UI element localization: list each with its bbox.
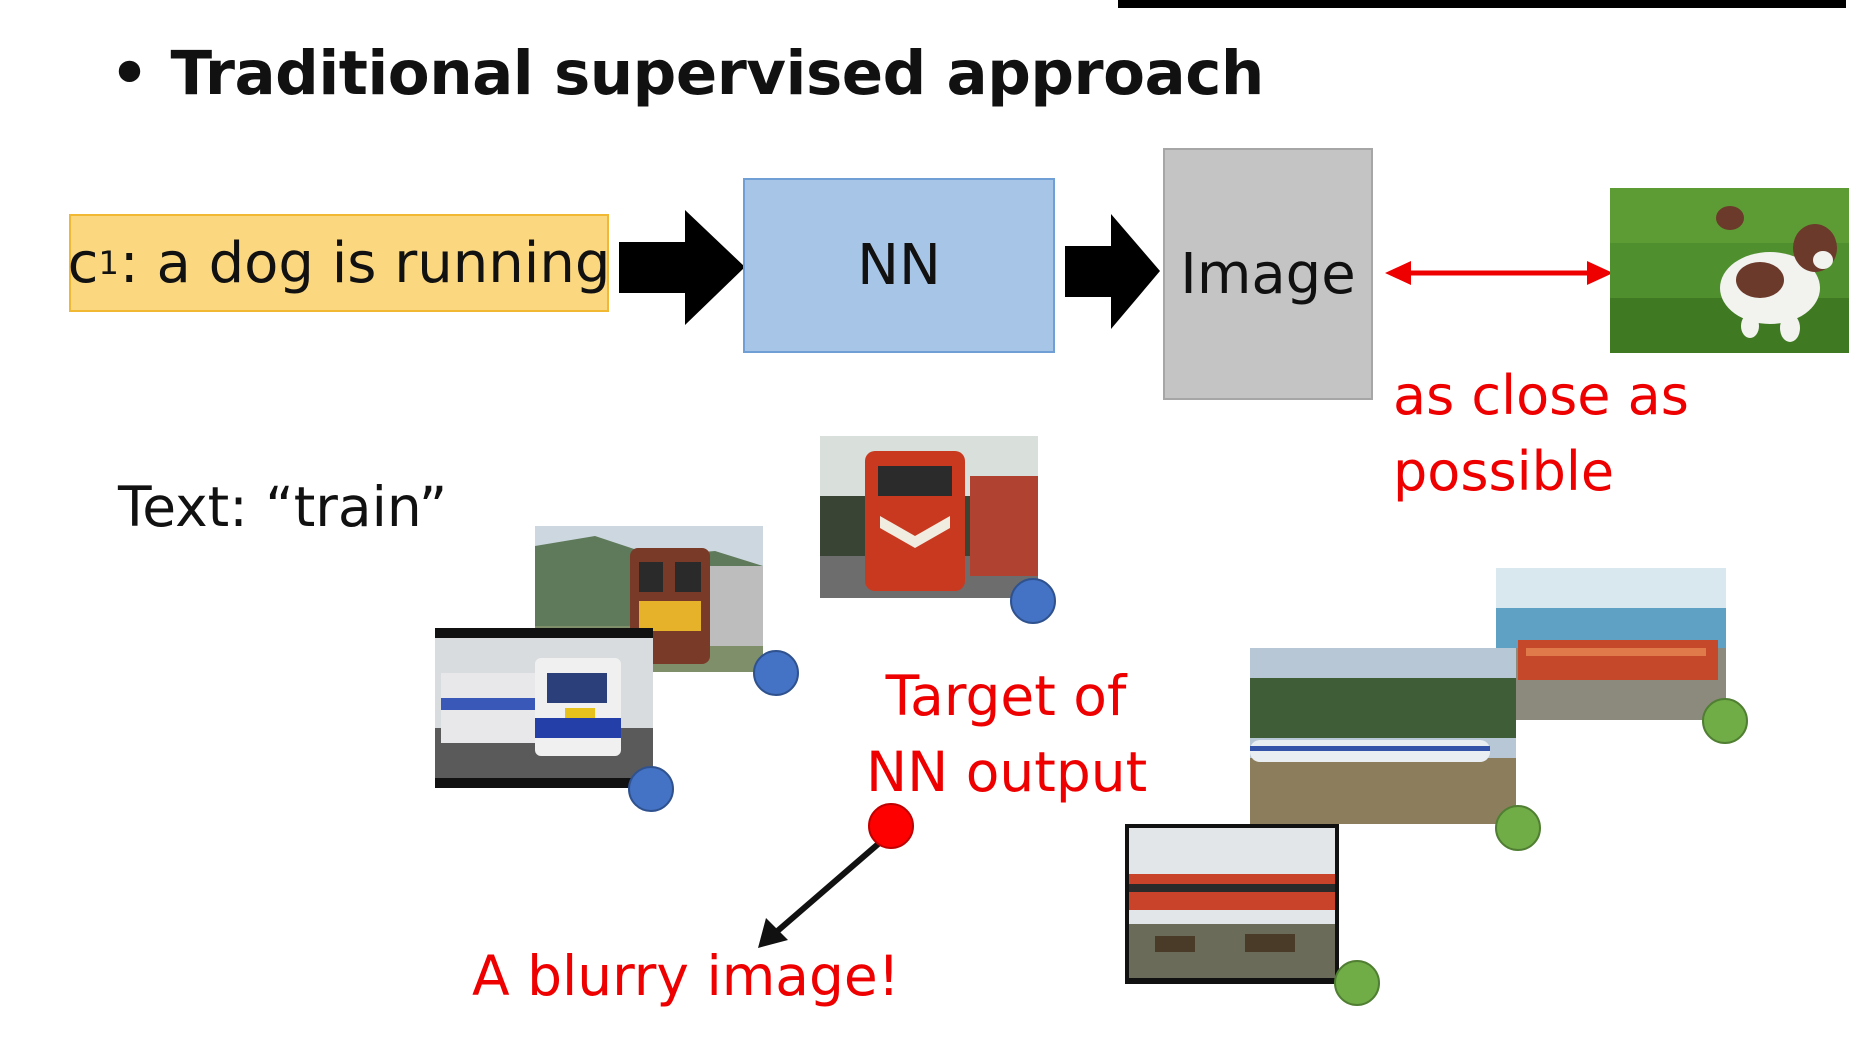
dog-photo bbox=[1610, 188, 1849, 353]
cluster-dot-green bbox=[1334, 960, 1380, 1006]
train-photo-station-blue bbox=[435, 628, 653, 788]
double-headed-arrow-icon bbox=[1385, 261, 1613, 285]
nn-label: NN bbox=[857, 233, 941, 298]
caption-text: : a dog is running bbox=[119, 230, 611, 296]
train-photo-coast bbox=[1496, 568, 1726, 720]
cluster-dot-green bbox=[1702, 698, 1748, 744]
train-photo-high-speed bbox=[1250, 648, 1516, 824]
header-divider bbox=[1118, 0, 1846, 8]
comparison-label: as close as possible bbox=[1393, 358, 1689, 510]
cluster-dot-blue bbox=[753, 650, 799, 696]
cluster-dot-blue bbox=[1010, 578, 1056, 624]
train-photo-platform bbox=[1125, 824, 1339, 984]
cluster-dot-green bbox=[1495, 805, 1541, 851]
cluster-dot-blue bbox=[628, 766, 674, 812]
comparison-line-1: as close as bbox=[1393, 364, 1689, 427]
target-dot-red bbox=[868, 803, 914, 849]
target-line-1: Target of bbox=[885, 664, 1127, 728]
diagonal-arrow-icon bbox=[758, 829, 894, 948]
heading-text: Traditional supervised approach bbox=[170, 38, 1265, 109]
train-photo-red-locomotive bbox=[820, 436, 1038, 598]
comparison-line-2: possible bbox=[1393, 440, 1615, 503]
nn-box: NN bbox=[743, 178, 1055, 353]
slide-heading: • Traditional supervised approach bbox=[110, 38, 1264, 109]
blurry-image-label: A blurry image! bbox=[472, 944, 900, 1008]
bullet-icon: • bbox=[110, 38, 149, 109]
right-block-arrow-icon bbox=[1065, 214, 1160, 329]
caption-prefix: c bbox=[67, 230, 99, 296]
image-output-box: Image bbox=[1163, 148, 1373, 400]
target-label: Target of NN output bbox=[866, 658, 1148, 810]
target-line-2: NN output bbox=[866, 740, 1148, 804]
image-label: Image bbox=[1180, 241, 1356, 307]
text-train-label: Text: “train” bbox=[118, 475, 448, 539]
right-block-arrow-icon bbox=[619, 210, 745, 325]
